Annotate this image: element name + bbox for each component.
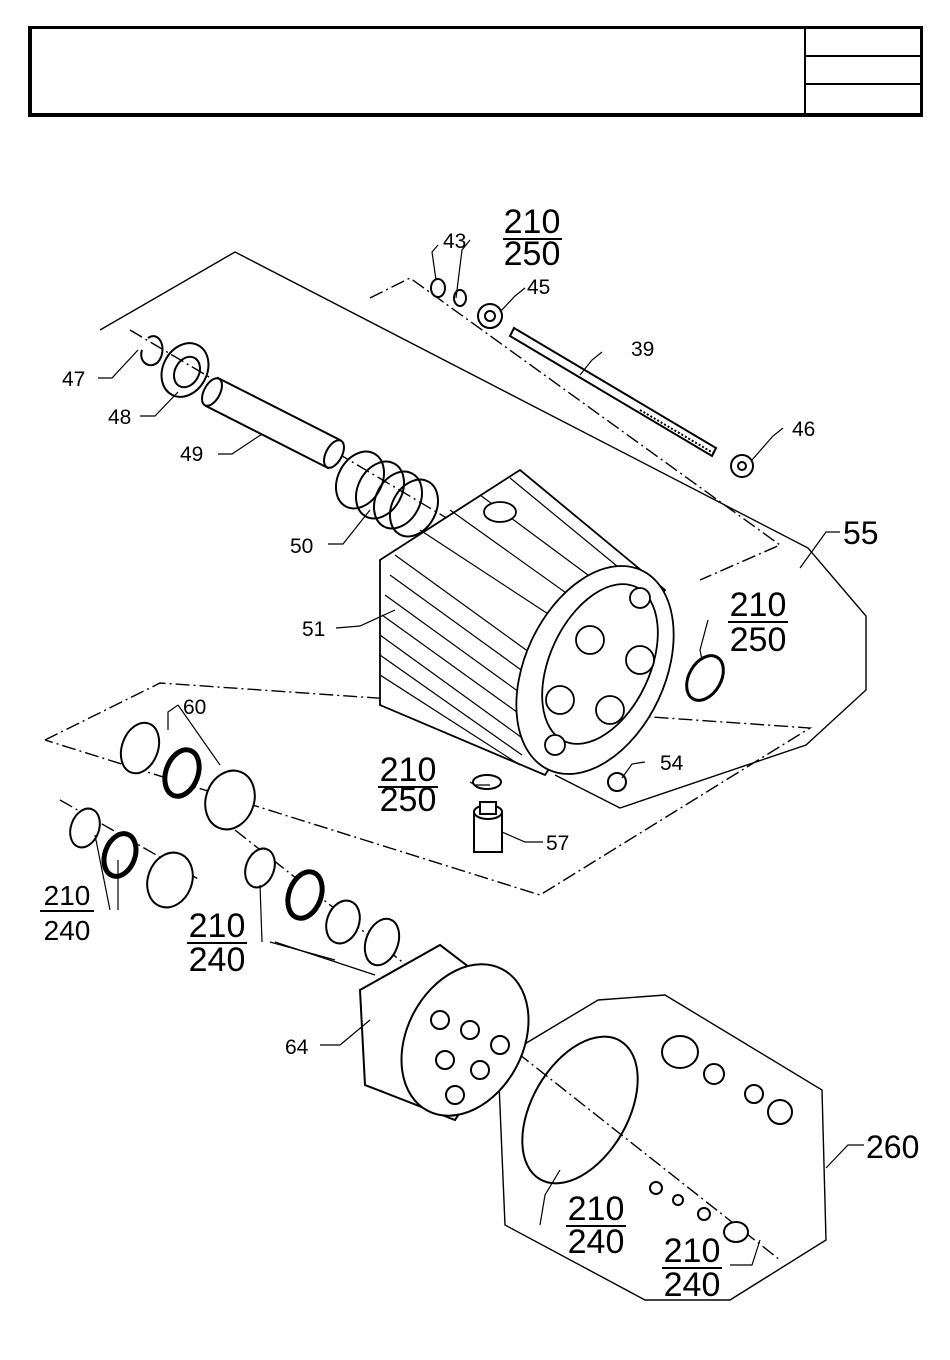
svg-text:240: 240 — [568, 1223, 625, 1261]
kit-label-right: 210 250 — [728, 586, 788, 659]
callout-50: 50 — [290, 535, 313, 558]
svg-text:210: 210 — [44, 880, 91, 911]
callout-47: 47 — [62, 368, 85, 391]
svg-text:210: 210 — [189, 907, 246, 945]
svg-text:240: 240 — [44, 915, 91, 946]
part-64-valve-head — [360, 942, 554, 1138]
svg-text:240: 240 — [189, 941, 246, 979]
boundary-260 — [498, 995, 826, 1300]
callout-39: 39 — [631, 338, 654, 361]
callout-54: 54 — [660, 752, 684, 775]
part-39-tie-rod — [510, 328, 716, 456]
callout-60: 60 — [183, 696, 206, 719]
svg-text:210: 210 — [730, 586, 787, 624]
kit-label-lower1: 210 240 — [566, 1190, 626, 1261]
kit-label-mid: 210 250 — [378, 751, 438, 819]
part-45-nut — [478, 304, 502, 328]
part-seal-top — [454, 290, 466, 306]
svg-text:250: 250 — [730, 621, 787, 659]
part-46-nut — [731, 455, 753, 477]
part-57-fitting — [473, 775, 502, 852]
svg-text:250: 250 — [380, 781, 437, 819]
callout-64: 64 — [285, 1036, 309, 1059]
part-43-ring — [431, 279, 445, 297]
callout-45: 45 — [527, 276, 550, 299]
part-60-bushings — [114, 717, 263, 836]
callout-48: 48 — [108, 406, 131, 429]
kit-label-center: 210 240 — [187, 907, 247, 979]
svg-text:250: 250 — [504, 235, 561, 273]
part-49-plunger — [198, 375, 348, 471]
callout-46: 46 — [792, 418, 815, 441]
part-center-seals — [240, 844, 405, 970]
part-47-snap-ring — [141, 336, 162, 365]
callout-43: 43 — [443, 230, 466, 253]
callout-51: 51 — [302, 618, 325, 641]
callout-49: 49 — [180, 443, 203, 466]
part-260-valve-parts — [650, 1036, 792, 1242]
part-seal-right — [679, 649, 731, 707]
callout-57: 57 — [546, 832, 569, 855]
kit-label-left: 210 240 — [40, 880, 94, 946]
callout-260: 260 — [866, 1129, 919, 1165]
part-51-housing — [380, 470, 705, 799]
svg-text:240: 240 — [664, 1266, 721, 1304]
kit-label-top: 210 250 — [503, 203, 562, 273]
svg-text:210: 210 — [664, 1232, 721, 1270]
kit-label-lower2: 210 240 — [662, 1232, 722, 1304]
callout-55: 55 — [843, 515, 879, 551]
